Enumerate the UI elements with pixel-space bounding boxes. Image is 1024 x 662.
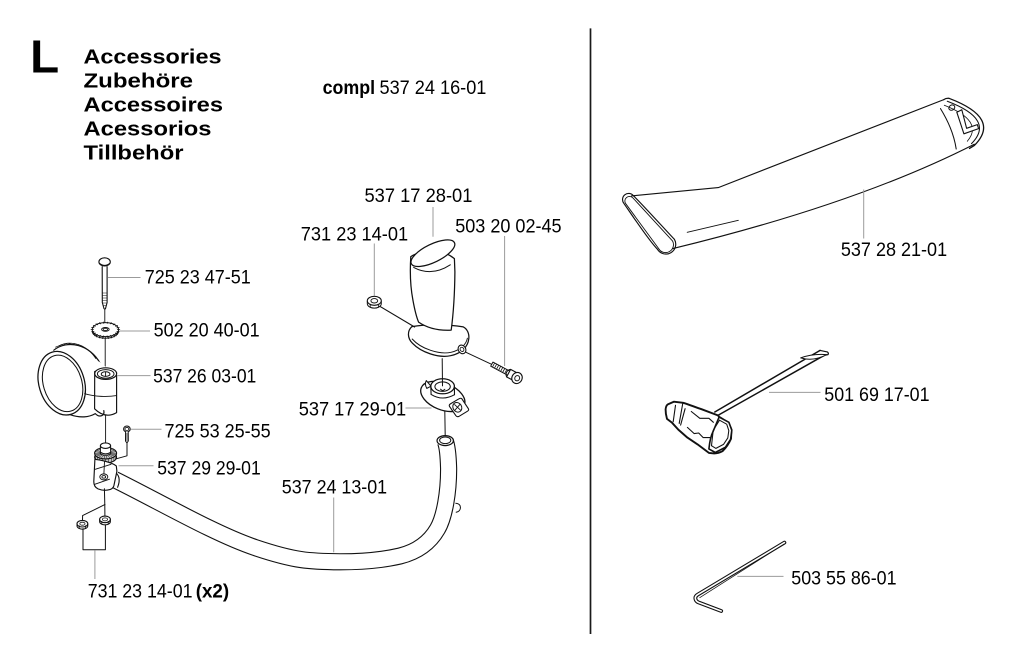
svg-text:Acessorios: Acessorios — [84, 119, 212, 141]
svg-text:725 23 47-51: 725 23 47-51 — [145, 266, 251, 288]
svg-text:L: L — [30, 31, 59, 83]
svg-text:731 23 14-01: 731 23 14-01 — [88, 580, 193, 602]
svg-text:501 69 17-01: 501 69 17-01 — [824, 384, 929, 406]
svg-text:537 24 13-01: 537 24 13-01 — [282, 477, 387, 499]
svg-text:Accessoires: Accessoires — [84, 95, 224, 117]
svg-text:502 20 40-01: 502 20 40-01 — [154, 320, 260, 342]
svg-text:537 24 16-01: 537 24 16-01 — [380, 77, 487, 99]
svg-text:537 28 21-01: 537 28 21-01 — [841, 239, 947, 261]
svg-text:503 55 86-01: 503 55 86-01 — [791, 567, 896, 589]
svg-text:537 26 03-01: 537 26 03-01 — [153, 365, 256, 387]
svg-text:731 23 14-01: 731 23 14-01 — [301, 223, 408, 245]
svg-text:725 53 25-55: 725 53 25-55 — [165, 420, 271, 442]
svg-text:537 17 29-01: 537 17 29-01 — [299, 399, 407, 421]
svg-text:Tillbehör: Tillbehör — [84, 143, 184, 165]
svg-text:537 17 28-01: 537 17 28-01 — [365, 185, 473, 207]
svg-text:compl: compl — [323, 77, 376, 99]
svg-text:503 20 02-45: 503 20 02-45 — [455, 215, 561, 237]
svg-text:(x2): (x2) — [196, 580, 230, 602]
svg-text:Accessories: Accessories — [84, 46, 222, 68]
svg-text:537 29 29-01: 537 29 29-01 — [157, 457, 260, 479]
svg-text:Zubehöre: Zubehöre — [84, 70, 194, 92]
